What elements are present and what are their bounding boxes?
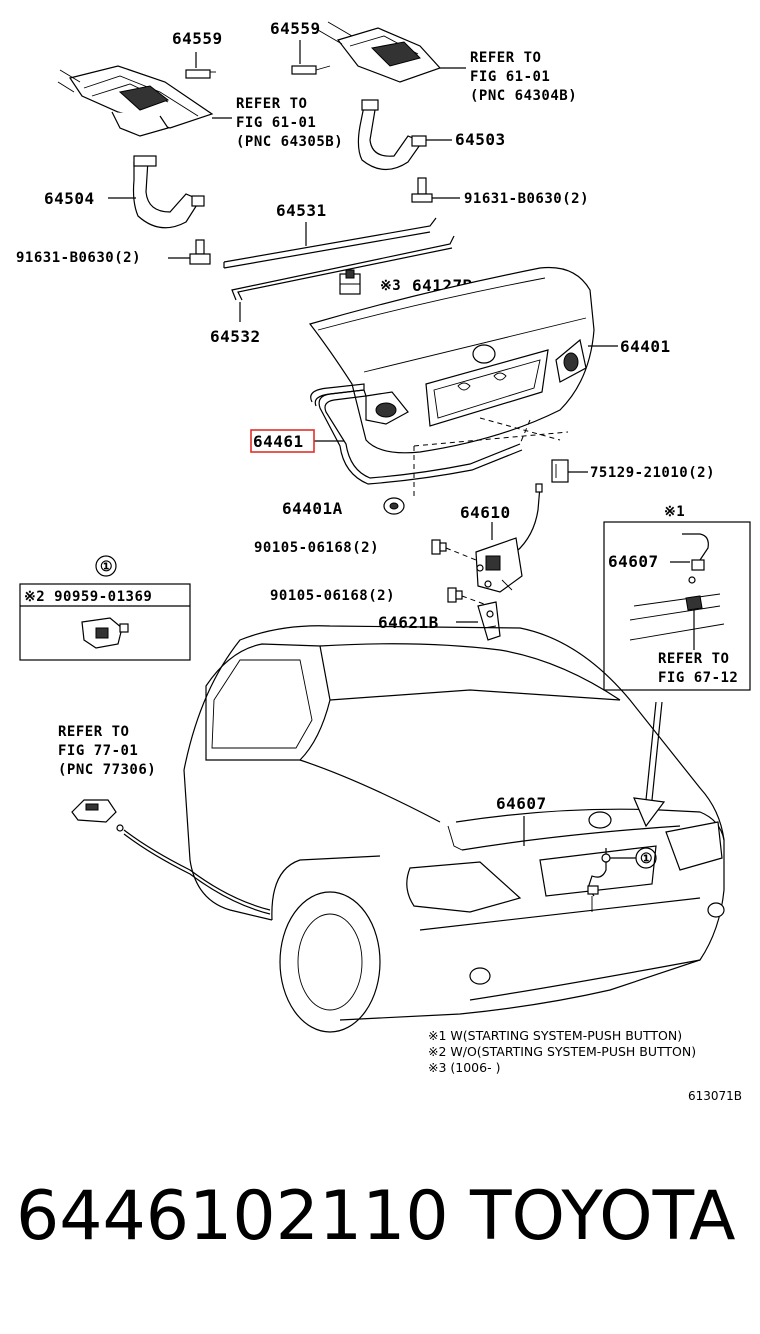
label-75129: 75129-21010(2) xyxy=(590,465,715,481)
lock-64610 xyxy=(475,483,543,593)
part-number: 6446102110 xyxy=(16,1177,449,1256)
mark-64127B: ※3 xyxy=(380,278,401,294)
diagram-canvas: 64559 64559 REFER TO FIG 61-01 (PNC 6430… xyxy=(16,19,751,1103)
label-64607-main: 64607 xyxy=(496,794,547,813)
label-screw-upper: 90105-06168(2) xyxy=(254,540,379,556)
hinge-64503 xyxy=(357,99,427,171)
inset-box-left xyxy=(19,583,191,661)
car-body xyxy=(183,625,725,1033)
hinge-bracket-right xyxy=(317,21,442,83)
trunk-lid xyxy=(308,266,595,454)
torsion-rod-64531 xyxy=(223,217,437,269)
hinge-64504 xyxy=(132,155,205,229)
note-1: ※1 W(STARTING SYSTEM-PUSH BUTTON) xyxy=(428,1028,682,1043)
screw-90105-lower xyxy=(447,587,463,603)
circle-one-main: ① xyxy=(640,851,653,867)
arrow-to-car xyxy=(633,701,666,828)
label-64559-left: 64559 xyxy=(172,29,223,48)
note-2: ※2 W/O(STARTING SYSTEM-PUSH BUTTON) xyxy=(428,1044,696,1059)
label-64401A: 64401A xyxy=(282,499,343,518)
bolt-64559-left xyxy=(185,52,216,79)
refer-cable-line2: FIG 77-01 xyxy=(58,743,138,759)
label-64401: 64401 xyxy=(620,337,671,356)
cushion-75129 xyxy=(551,459,569,483)
opener-cable xyxy=(71,799,271,915)
bumper-64401A xyxy=(383,497,405,515)
label-bolt-right: 91631-B0630(2) xyxy=(464,191,589,207)
mark-box-right: ※1 xyxy=(664,504,685,520)
clip-64127B xyxy=(339,269,361,295)
bolt-91631-left xyxy=(189,239,211,265)
note-3: ※3 (1006- ) xyxy=(428,1060,500,1075)
bolt-64559-right xyxy=(291,40,331,75)
torsion-rod-64532 xyxy=(231,235,455,301)
switch-64607 xyxy=(587,848,611,912)
label-64621B: 64621B xyxy=(378,613,439,632)
refer-right-line2: FIG 61-01 xyxy=(470,69,550,85)
refer-left-line1: REFER TO xyxy=(236,96,307,112)
label-64559-right: 64559 xyxy=(270,19,321,38)
refer-left-line3: (PNC 64305B) xyxy=(236,134,343,150)
label-64461: 64461 xyxy=(253,432,304,451)
highlight-box-64461 xyxy=(250,429,315,453)
refer-box-line1: REFER TO xyxy=(658,651,729,667)
label-64610: 64610 xyxy=(460,503,511,522)
label-64503: 64503 xyxy=(455,130,506,149)
weatherstrip-64461 xyxy=(310,383,523,485)
refer-right-line3: (PNC 64304B) xyxy=(470,88,577,104)
refer-box-line2: FIG 67-12 xyxy=(658,670,738,686)
circle-one-left: ① xyxy=(100,559,113,575)
refer-right-line1: REFER TO xyxy=(470,50,541,66)
refer-cable-line3: (PNC 77306) xyxy=(58,762,156,778)
hinge-bracket-left xyxy=(57,65,214,137)
figure-code: 613071B xyxy=(688,1089,742,1103)
bolt-91631-right xyxy=(411,177,433,203)
striker-64621B xyxy=(477,601,501,641)
label-bolt-left: 91631-B0630(2) xyxy=(16,250,141,266)
label-64607-box: 64607 xyxy=(608,552,659,571)
screw-90105-upper xyxy=(431,539,447,555)
inset-switch-left xyxy=(81,617,129,649)
refer-cable-line1: REFER TO xyxy=(58,724,129,740)
label-64504: 64504 xyxy=(44,189,95,208)
label-64532: 64532 xyxy=(210,327,261,346)
label-screw-lower: 90105-06168(2) xyxy=(270,588,395,604)
label-64531: 64531 xyxy=(276,201,327,220)
refer-left-line2: FIG 61-01 xyxy=(236,115,316,131)
label-box-left-row: ※2 90959-01369 xyxy=(24,589,152,605)
inset-switch xyxy=(629,533,725,650)
inset-box-right xyxy=(603,521,751,691)
brand-name: TOYOTA xyxy=(470,1177,736,1256)
